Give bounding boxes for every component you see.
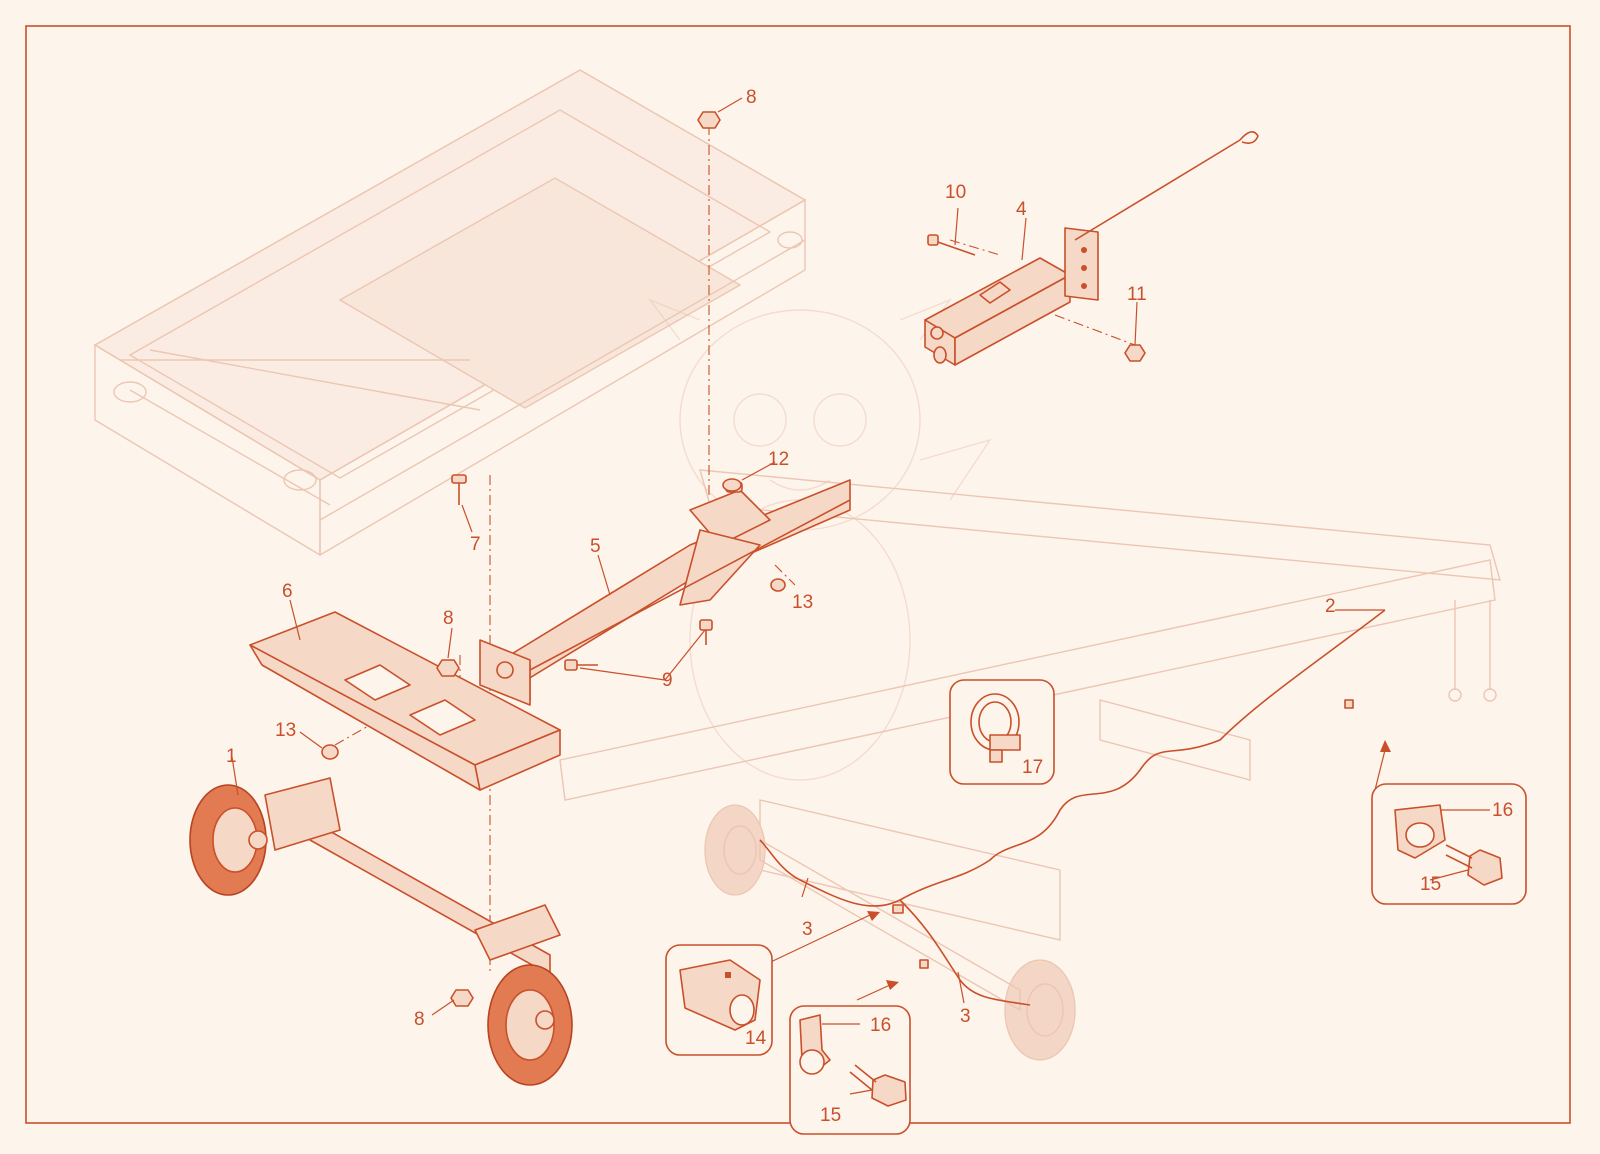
drawing-border — [25, 25, 1571, 1124]
label-leaders — [231, 97, 1490, 1095]
label-16a: 16 — [1492, 800, 1513, 821]
label-6: 6 — [282, 581, 293, 602]
callout-17 — [949, 679, 1055, 785]
second-axle-ghost — [704, 804, 1076, 1061]
label-5: 5 — [590, 536, 601, 557]
label-15b: 15 — [820, 1105, 841, 1126]
bushing-12 — [722, 478, 742, 492]
label-13b: 13 — [792, 592, 813, 613]
nut-13-upper — [770, 578, 786, 592]
label-10: 10 — [945, 182, 966, 203]
bolt-7 — [451, 474, 467, 505]
label-8a: 8 — [746, 87, 757, 108]
label-4: 4 — [1016, 199, 1027, 220]
brake-lines — [759, 609, 1386, 1006]
label-13a: 13 — [275, 720, 296, 741]
label-2: 2 — [1325, 596, 1336, 617]
label-16b: 16 — [870, 1015, 891, 1036]
nut-8-middle — [436, 659, 460, 677]
label-8c: 8 — [414, 1009, 425, 1030]
label-11: 11 — [1127, 284, 1147, 305]
mounting-plate — [249, 611, 561, 791]
coupler-assembly — [924, 131, 1259, 366]
label-3b: 3 — [960, 1006, 971, 1027]
label-17: 17 — [1022, 757, 1043, 778]
bolts-9 — [564, 619, 713, 671]
label-8b: 8 — [443, 608, 454, 629]
label-12: 12 — [768, 449, 789, 470]
nut-8-top — [697, 111, 721, 129]
label-15a: 15 — [1420, 874, 1441, 895]
part-labels: 1 2 3 3 4 5 6 7 8 8 8 9 10 11 12 13 13 1… — [226, 87, 1513, 1126]
nut-8-bottom — [450, 989, 474, 1007]
callout-16-15-right — [1371, 783, 1527, 905]
label-3a: 3 — [802, 919, 813, 940]
label-1: 1 — [226, 746, 237, 767]
callout-16-15-bottom — [789, 1005, 911, 1135]
callout-arrows — [757, 740, 1391, 1001]
trailer-bed-ghost — [93, 69, 807, 557]
axle-assembly — [189, 777, 573, 1086]
label-14: 14 — [745, 1028, 767, 1049]
label-7: 7 — [470, 534, 481, 555]
nut-13-lower — [321, 744, 339, 760]
label-9: 9 — [662, 670, 673, 691]
callout-14 — [665, 944, 773, 1056]
nut-11 — [1124, 344, 1146, 362]
drawbar-assembly — [479, 479, 851, 706]
